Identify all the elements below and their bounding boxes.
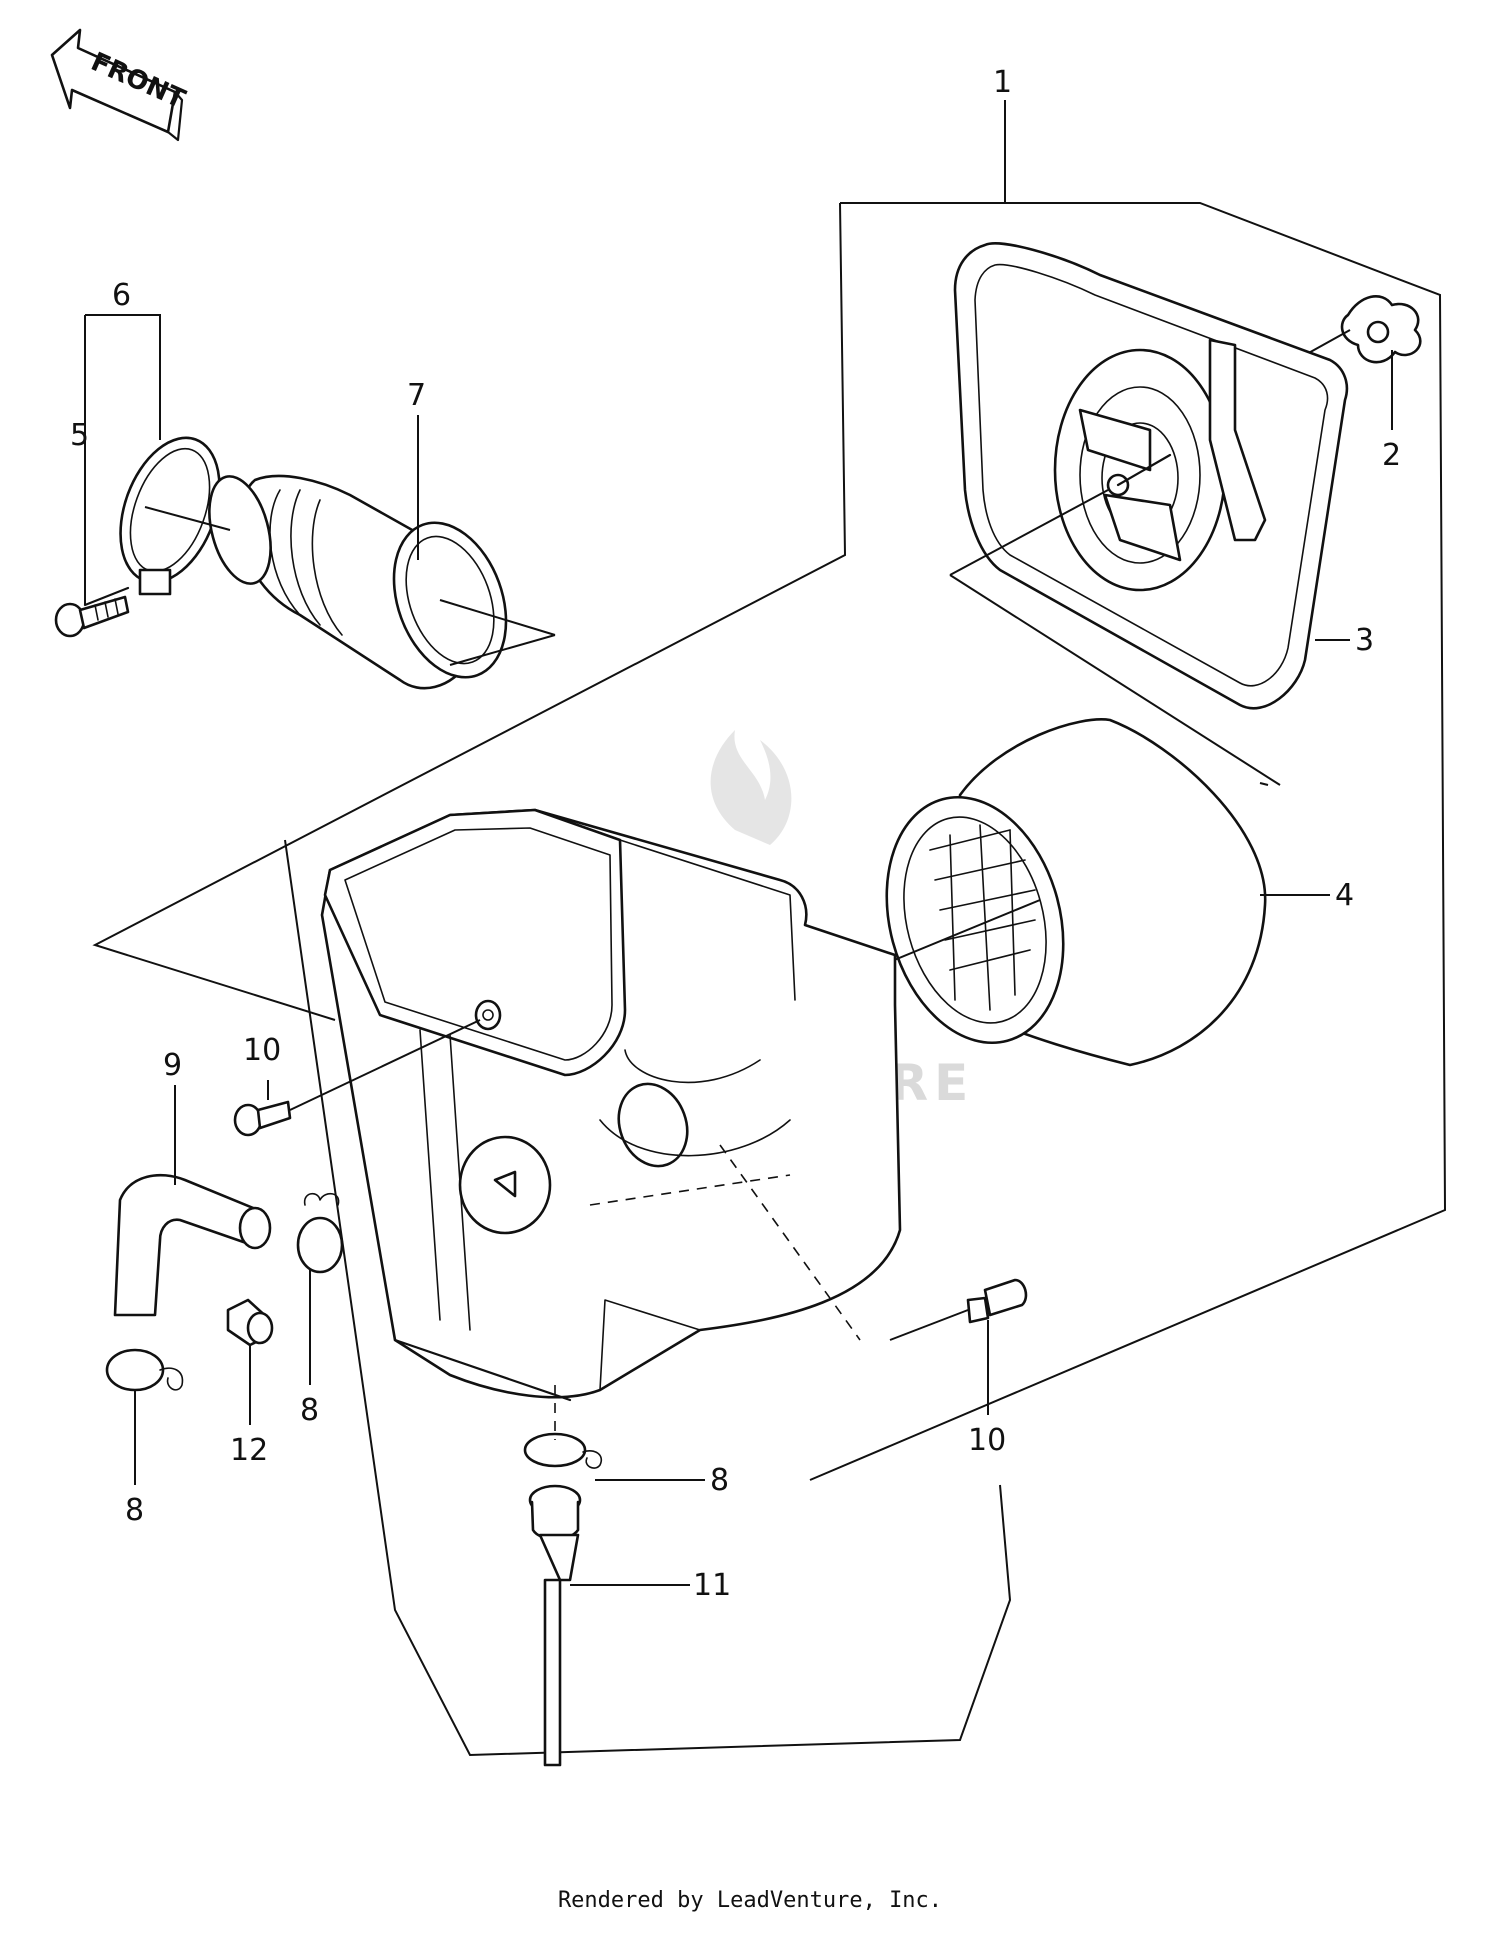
housing-bolt-right	[889, 1278, 1028, 1341]
callout-leaders	[84, 314, 1393, 1586]
spacer-collar	[226, 1298, 274, 1347]
callout-1: 1	[993, 65, 1012, 100]
callout-7: 7	[407, 378, 426, 413]
callout-10b: 10	[968, 1423, 1006, 1458]
drain-plug	[528, 1385, 582, 1767]
callout-12: 12	[230, 1433, 268, 1468]
housing-bolt-left	[233, 1019, 481, 1137]
hose-clamp-drain	[523, 1432, 602, 1469]
filter-element	[869, 718, 1269, 1067]
air-cleaner-housing	[320, 808, 902, 1402]
breather-hose	[113, 1173, 272, 1317]
callout-8c: 8	[710, 1463, 729, 1498]
callout-labels: 1 2 3 4 5 6 7 8 8 8 9 10 10 11 12	[70, 65, 1401, 1603]
hose-clamp-lower-left	[105, 1348, 184, 1392]
callout-6: 6	[112, 278, 131, 313]
hose-clamp-upper	[296, 1192, 344, 1274]
callout-3: 3	[1355, 623, 1374, 658]
callout-9: 9	[163, 1048, 182, 1083]
intake-duct	[144, 474, 556, 690]
wing-nut	[1304, 295, 1422, 364]
callout-5: 5	[70, 418, 89, 453]
footer-credit: Rendered by LeadVenture, Inc.	[557, 1888, 943, 1913]
callout-10a: 10	[243, 1033, 281, 1068]
callout-4: 4	[1335, 878, 1354, 913]
front-arrow: FRONT	[50, 28, 190, 142]
callout-8b: 8	[125, 1493, 144, 1528]
callout-8a: 8	[300, 1393, 319, 1428]
assembly-bracket-outline	[92, 100, 1447, 1757]
air-cleaner-cover	[949, 242, 1349, 786]
callout-2: 2	[1382, 438, 1401, 473]
clamp-screw	[54, 595, 130, 638]
callout-11: 11	[693, 1568, 731, 1603]
